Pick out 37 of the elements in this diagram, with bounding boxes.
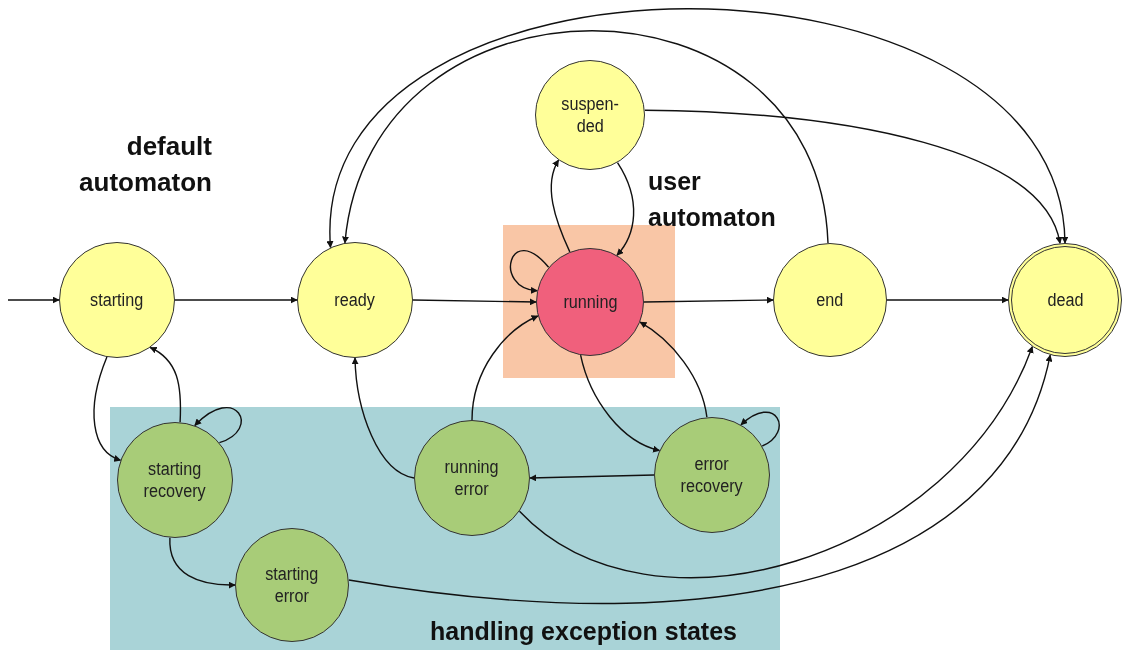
transition-arrow: [643, 296, 774, 304]
region-label: handling exception states: [430, 616, 737, 647]
diagram-label: default automaton: [78, 130, 212, 199]
transition-arrow: [7, 296, 60, 304]
transition-arrow: [471, 315, 539, 421]
state-label: end: [815, 289, 845, 311]
highlight-band: [110, 407, 780, 650]
transition-arrow: [616, 161, 635, 256]
transition-arrow: [529, 474, 655, 482]
state-label: starting: [89, 289, 145, 311]
transition-arrow: [639, 321, 708, 418]
transition-arrow: [149, 346, 182, 423]
state-label: error recovery: [679, 453, 745, 497]
transition-arrow: [327, 8, 1068, 249]
state-label: ready: [333, 289, 377, 311]
state-label: running error: [443, 456, 500, 500]
transition-arrow: [740, 411, 780, 447]
transition-arrow: [351, 357, 415, 479]
state-label: starting recovery: [142, 458, 208, 502]
state-label: starting error: [264, 563, 320, 607]
transition-arrow: [348, 354, 1052, 604]
transition-arrow: [169, 537, 236, 589]
state-label: suspen- ded: [560, 93, 620, 137]
transition-arrow: [579, 354, 661, 452]
transition-arrow: [194, 407, 242, 444]
transition-arrow: [93, 356, 122, 462]
transition-arrow: [550, 159, 571, 253]
transition-arrow: [342, 30, 829, 244]
state-label: dead: [1045, 289, 1084, 311]
transition-arrow: [509, 249, 550, 294]
transition-arrow: [174, 296, 298, 304]
transition-arrow: [644, 109, 1062, 244]
transition-arrow: [886, 296, 1009, 304]
state-label: running: [561, 291, 618, 313]
region-label: user automaton: [648, 166, 777, 233]
transition-arrow: [412, 298, 537, 306]
transition-arrow: [518, 346, 1033, 579]
